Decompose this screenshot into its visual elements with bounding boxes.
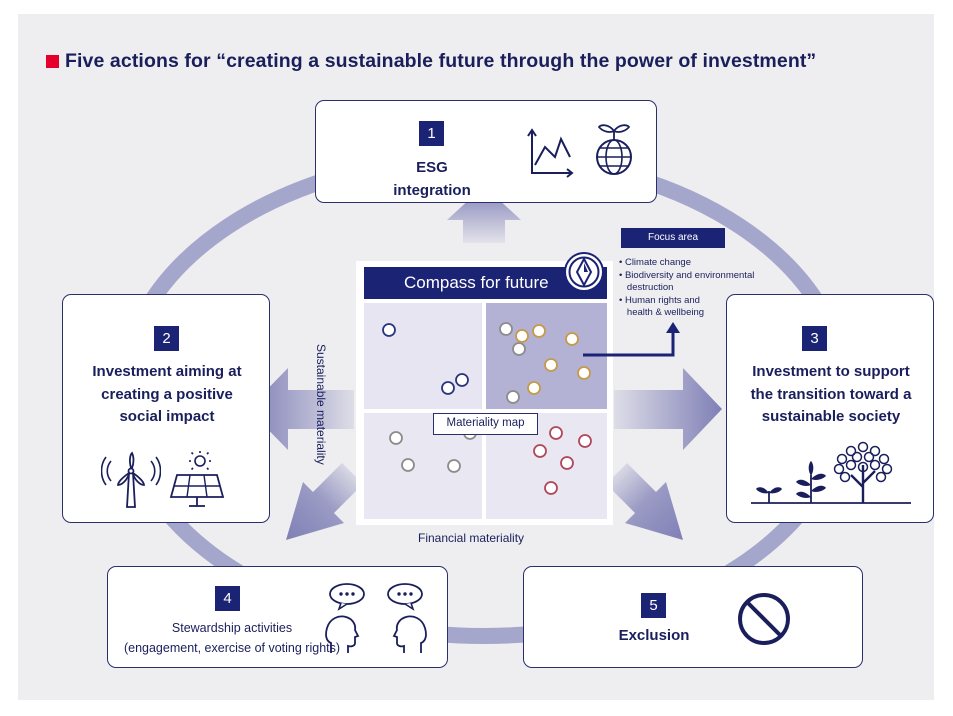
quadrant-top-left — [364, 303, 482, 409]
title-text: Five actions for “creating a sustainable… — [65, 50, 817, 72]
action-number-4: 4 — [215, 586, 240, 611]
solar-panel-icon — [169, 451, 225, 507]
focus-area-title: Focus area — [621, 228, 725, 248]
materiality-dot — [499, 322, 513, 336]
materiality-map — [364, 303, 607, 519]
materiality-dot — [382, 323, 396, 337]
action-label-line: sustainable society — [761, 408, 901, 425]
action-number-2: 2 — [154, 326, 179, 351]
materiality-dot — [389, 431, 403, 445]
materiality-dot — [447, 459, 461, 473]
title-bullet — [46, 55, 59, 68]
action-label-line: Stewardship activities — [171, 621, 293, 635]
focus-item: • Climate change — [619, 257, 691, 268]
action-label-line: social impact — [119, 408, 215, 425]
materiality-dot — [506, 390, 520, 404]
materiality-map-label: Materiality map — [433, 413, 538, 435]
materiality-dot — [527, 381, 541, 395]
prohibition-icon — [738, 593, 790, 645]
y-axis-label: Sustainable materiality — [314, 344, 328, 465]
action-label-social-impact: Investment aiming at creating a positive… — [67, 361, 267, 429]
x-axis-label: Financial materiality — [418, 531, 525, 545]
action-card-social-impact: 2 Investment aiming at creating a positi… — [62, 294, 270, 523]
action-label-line: (engagement, exercise of voting rights) — [123, 641, 341, 655]
materiality-dot — [577, 366, 591, 380]
arrow-down-left — [286, 463, 363, 540]
focus-connector-arrow — [583, 322, 680, 357]
materiality-dot — [549, 426, 563, 440]
materiality-dot — [401, 458, 415, 472]
action-card-esg-integration: 1 ESG integration — [315, 100, 657, 203]
materiality-dot — [441, 381, 455, 395]
action-label-transition: Investment to support the transition tow… — [731, 361, 931, 429]
action-label-esg-integration: ESG integration — [393, 159, 471, 199]
materiality-dot — [578, 434, 592, 448]
dialogue-heads-icon — [325, 583, 427, 653]
line-chart-icon — [527, 128, 574, 178]
focus-item: • Human rights and — [619, 294, 700, 306]
focus-area-list: • Climate change • Biodiversity and envi… — [619, 257, 779, 320]
focus-item: • Biodiversity and environmental — [619, 269, 755, 281]
arrow-left — [248, 368, 354, 450]
arrow-up — [447, 186, 521, 243]
compass-icon — [564, 252, 604, 292]
action-card-exclusion: 5 Exclusion — [523, 566, 863, 668]
materiality-dot — [512, 342, 526, 356]
action-card-stewardship: 4 Stewardship activities (engagement, ex… — [107, 566, 448, 668]
materiality-dot — [532, 324, 546, 338]
focus-item: health & wellbeing — [619, 307, 705, 318]
action-label-line: creating a positive — [101, 385, 233, 403]
materiality-dot — [565, 332, 579, 346]
materiality-dot — [560, 456, 574, 470]
materiality-dot — [533, 444, 547, 458]
action-label-exclusion: Exclusion — [618, 627, 690, 644]
action-label-line: Investment aiming at — [92, 363, 242, 380]
growing-plants-icon — [751, 441, 911, 504]
focus-item: destruction — [619, 282, 674, 293]
wind-turbine-icon — [101, 451, 161, 508]
arrow-down-right — [606, 463, 683, 540]
materiality-dot — [544, 481, 558, 495]
compass-title: Compass for future — [404, 273, 549, 292]
action-number-5: 5 — [641, 593, 666, 618]
globe-sprout-icon — [596, 124, 632, 175]
arrow-right — [614, 368, 722, 450]
action-label-line: the transition toward a — [750, 385, 912, 403]
action-card-transition: 3 Investment to support the transition t… — [726, 294, 934, 523]
action-number-3: 3 — [802, 326, 827, 351]
diagram-canvas: Five actions for “creating a sustainable… — [18, 14, 934, 700]
materiality-dot — [455, 373, 469, 387]
compass-for-future-panel: Compass for future Materiality map — [356, 261, 613, 525]
diagram-title: Five actions for “creating a sustainable… — [46, 50, 816, 73]
action-label-stewardship: Stewardship activities (engagement, exer… — [114, 618, 350, 658]
action-number-1: 1 — [419, 121, 444, 146]
materiality-dot — [544, 358, 558, 372]
materiality-dot — [515, 329, 529, 343]
action-label-line: Investment to support — [752, 363, 910, 380]
